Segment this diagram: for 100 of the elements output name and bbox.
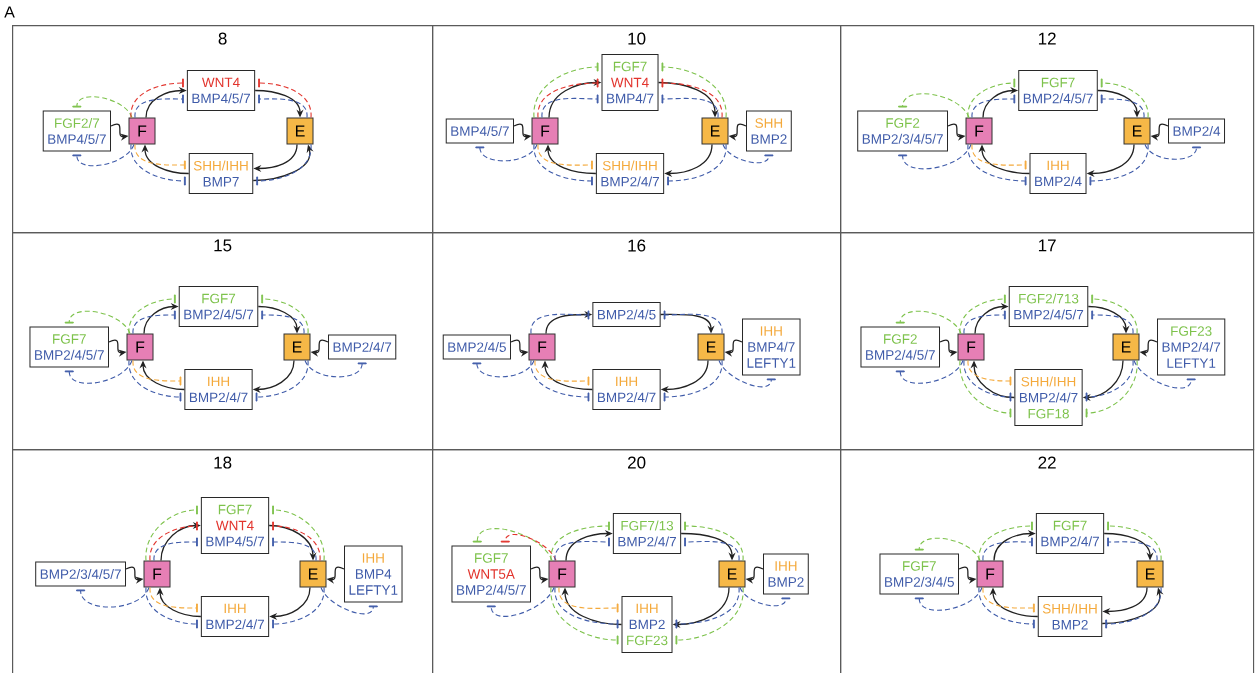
inhibition-line: [895, 310, 962, 335]
inhibition-line: [667, 143, 727, 186]
inhibition-line: [76, 586, 150, 608]
inhibition-line: [1100, 94, 1145, 119]
inhibition-line: [533, 143, 593, 186]
inhibition-line: [261, 294, 309, 335]
letter-box: E: [283, 333, 311, 361]
ligand-box: FGF23 BMP2/4/7 LEFTY1: [1157, 318, 1226, 376]
ligand-box: BMP4/5/7: [445, 118, 514, 144]
letter-box: F: [531, 117, 559, 145]
inhibition-line: [978, 586, 1035, 629]
inhibition-line: [472, 359, 535, 378]
letter-box: E: [1136, 560, 1164, 588]
ligand-box: SHH/IHH BMP7: [188, 153, 254, 194]
inhibition-line: [663, 310, 723, 335]
inhibition-line: [963, 359, 1012, 402]
inhibition-line: [145, 505, 198, 562]
inhibition-line: [978, 521, 1033, 562]
inhibition-line: [1133, 359, 1196, 389]
inhibition-line: [982, 537, 1033, 562]
inhibition-line: [914, 586, 983, 611]
inhibition-line: [258, 94, 308, 119]
letter-box: F: [128, 117, 156, 145]
inhibition-line: [1085, 359, 1134, 402]
inhibition-line: [72, 96, 133, 119]
inhibition-line: [537, 78, 599, 119]
ligand-box: SHH/IHH BMP2/4/7 FGF18: [1014, 369, 1083, 426]
letter-box: E: [718, 560, 746, 588]
inhibition-line: [500, 534, 557, 562]
inhibition-line: [739, 586, 791, 607]
inhibition-line: [530, 310, 590, 335]
ligand-box: IHH BMP2/4/7: [200, 596, 270, 637]
inhibition-line: [72, 143, 135, 167]
letter-box: E: [299, 560, 327, 588]
inhibition-line: [684, 537, 740, 562]
inhibition-line: [132, 310, 176, 335]
inhibition-line: [967, 78, 1016, 119]
inhibition-line: [130, 78, 184, 119]
ligand-box: FGF7 WNT4 BMP4/5/7: [200, 497, 270, 554]
ligand-box: FGF7 WNT5A BMP2/4/5/7: [451, 545, 531, 603]
ligand-box: FGF7/13 BMP2/4/7: [612, 513, 682, 554]
inhibition-line: [541, 94, 599, 119]
inhibition-line: [272, 505, 325, 562]
ligand-box: WNT4 BMP4/5/7: [186, 70, 256, 111]
ligand-box: FGF7 WNT4 BMP4/7: [601, 54, 659, 111]
ligand-box: IHH BMP4/7 LEFTY1: [742, 318, 801, 376]
inhibition-line: [132, 359, 182, 386]
inhibition-line: [959, 294, 1006, 335]
ligand-box: BMP2/3/4/5/7: [35, 561, 126, 587]
ligand-box: IHH BMP4 LEFTY1: [344, 545, 403, 603]
inhibition-line: [722, 143, 774, 164]
inhibition-line: [537, 143, 593, 170]
ligand-box: BMP2/4/5: [592, 302, 661, 327]
inhibition-line: [153, 537, 198, 562]
inhibition-line: [145, 586, 198, 629]
ligand-box: FGF2 BMP2/4/5/7: [860, 326, 940, 368]
inhibition-line: [64, 310, 131, 335]
inhibition-line: [971, 94, 1016, 119]
ligand-box: IHH BMP2: [763, 553, 809, 595]
inhibition-line: [967, 143, 1027, 186]
ligand-box: FGF7 BMP2/3/4/5: [879, 553, 959, 595]
inhibition-line: [530, 359, 590, 402]
inhibition-line: [898, 143, 972, 170]
letter-box: E: [697, 333, 725, 361]
letter-box: E: [701, 117, 729, 145]
panel-letter: A: [4, 6, 15, 18]
inhibition-line: [550, 521, 610, 562]
ligand-box: BMP2/4: [1168, 118, 1226, 144]
ligand-box: FGF7 BMP2/4/5/7: [29, 326, 109, 368]
inhibition-line: [971, 143, 1027, 170]
inhibition-line: [1107, 537, 1158, 562]
inhibition-line: [718, 359, 776, 388]
inhibition-line: [1107, 521, 1162, 562]
ligand-box: SHH/IHH BMP2: [1037, 596, 1103, 637]
ligand-box: FGF7 BMP2/4/5/7: [1018, 70, 1098, 111]
ligand-box: FGF2/713 BMP2/4/5/7: [1008, 286, 1089, 327]
letter-box: E: [286, 117, 314, 145]
inhibition-line: [1091, 294, 1138, 335]
inhibition-line: [261, 310, 305, 335]
inhibition-line: [475, 143, 538, 162]
inhibition-line: [1144, 143, 1201, 160]
ligand-box: IHH BMP2/4/7: [592, 369, 661, 410]
ligand-box: IHH BMP2/4/7: [184, 369, 253, 410]
inhibition-line: [1085, 359, 1138, 418]
letter-box: F: [548, 560, 576, 588]
inhibition-line: [272, 537, 317, 562]
ligand-box: FGF7 BMP2/4/7: [1035, 513, 1105, 554]
inhibition-line: [134, 143, 186, 170]
inhibition-line: [684, 521, 744, 562]
inhibition-line: [304, 359, 367, 378]
inhibition-line: [64, 359, 133, 384]
inhibition-line: [675, 586, 740, 629]
inhibition-line: [675, 586, 744, 645]
inhibition-line: [550, 586, 619, 645]
letter-box: F: [143, 560, 171, 588]
letter-box: E: [1123, 117, 1151, 145]
letter-box: F: [976, 560, 1004, 588]
ligand-box: BMP2/4/5: [442, 334, 511, 360]
inhibition-line: [128, 359, 182, 402]
inhibition-line: [982, 586, 1035, 613]
